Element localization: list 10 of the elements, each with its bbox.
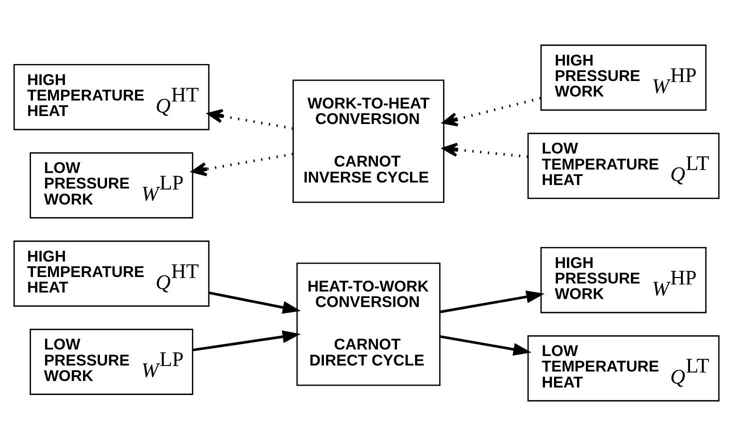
arrow bbox=[192, 152, 294, 176]
arrow bbox=[208, 291, 301, 314]
arrow bbox=[440, 290, 544, 314]
arrow bbox=[442, 142, 528, 158]
arrow bbox=[192, 330, 301, 352]
arrow bbox=[208, 108, 294, 130]
arrow bbox=[442, 96, 541, 126]
arrow bbox=[440, 335, 532, 356]
node-box: WORK-TO-HEAT CONVERSION CARNOT INVERSE CYCLE bbox=[292, 80, 444, 203]
node-box: HEAT-TO-WORK CONVERSION CARNOT DIRECT CYCLE bbox=[296, 262, 440, 386]
